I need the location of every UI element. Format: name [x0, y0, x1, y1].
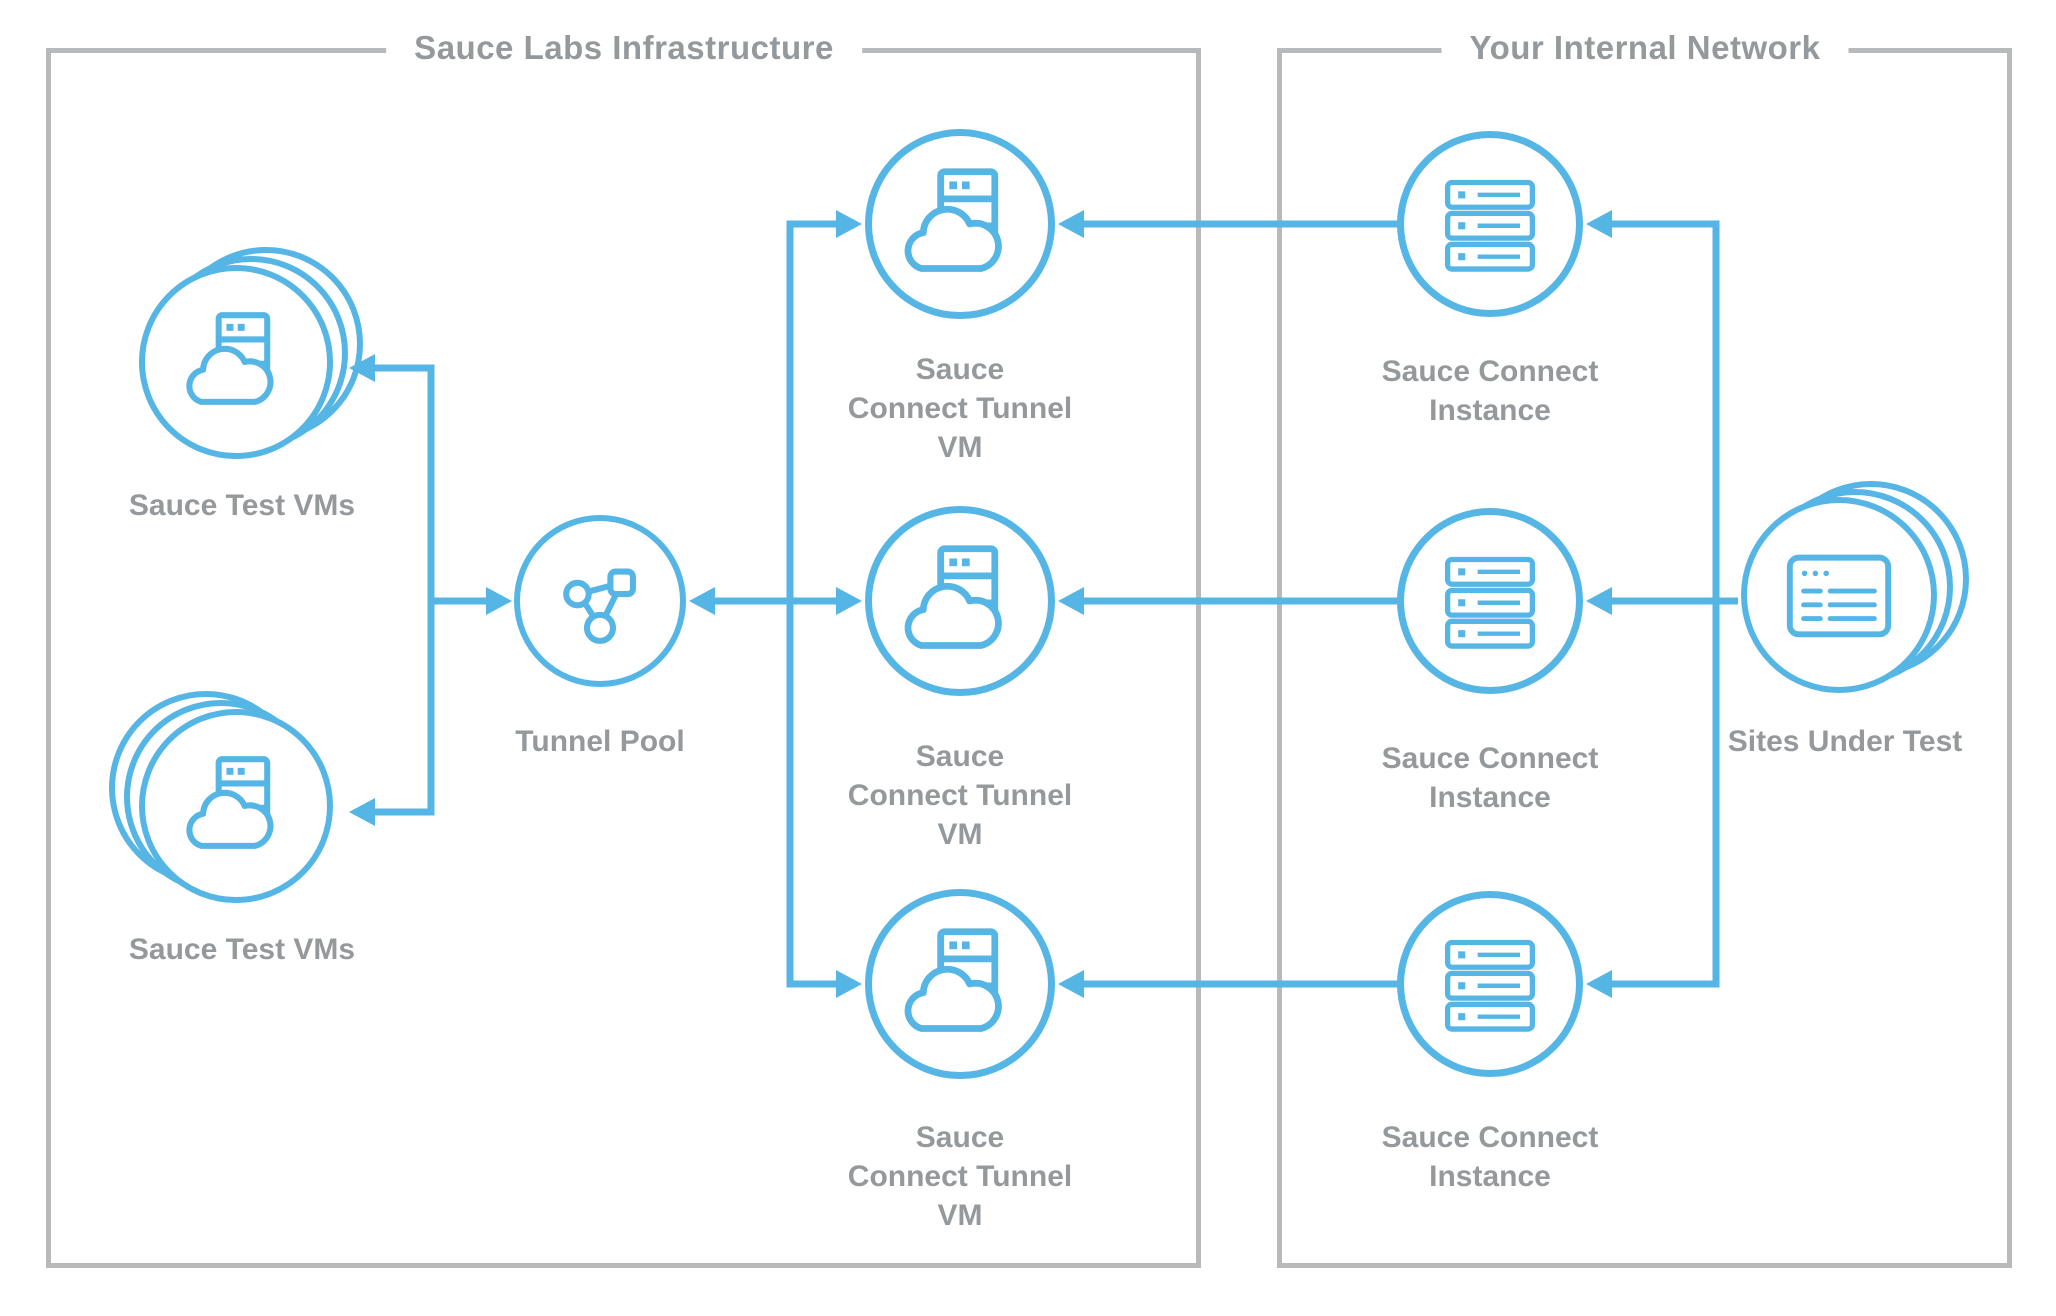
- server-rack-icon: [1444, 179, 1536, 272]
- cloud-server-icon: [904, 928, 1002, 1032]
- node-label: Sauce Test VMs: [128, 489, 356, 522]
- node-label: Tunnel Pool: [515, 725, 685, 758]
- node-label: Sauce Test VMs: [128, 933, 356, 966]
- network-nodes-icon: [563, 568, 636, 644]
- node-label: Sauce Connect Tunnel VM: [847, 740, 1073, 851]
- cloud-server-icon: [904, 545, 1002, 649]
- server-rack-icon: [1444, 939, 1536, 1032]
- node-label: Sauce Connect Tunnel VM: [847, 353, 1073, 464]
- node-label: Sauce Connect Instance: [1381, 742, 1599, 814]
- cloud-server-icon: [904, 168, 1002, 272]
- node-label: Sauce Connect Instance: [1381, 1121, 1599, 1193]
- cloud-server-icon: [186, 756, 274, 849]
- node-label: Sauce Connect Tunnel VM: [847, 1121, 1073, 1232]
- node-label: Sauce Connect Instance: [1381, 355, 1599, 427]
- right-box-title: Your Internal Network: [1441, 26, 1849, 70]
- browser-window-icon: [1786, 554, 1892, 638]
- cloud-server-icon: [186, 312, 274, 405]
- node-label: Sites Under Test: [1727, 725, 1963, 758]
- server-rack-icon: [1444, 556, 1536, 649]
- left-box-title: Sauce Labs Infrastructure: [386, 26, 862, 70]
